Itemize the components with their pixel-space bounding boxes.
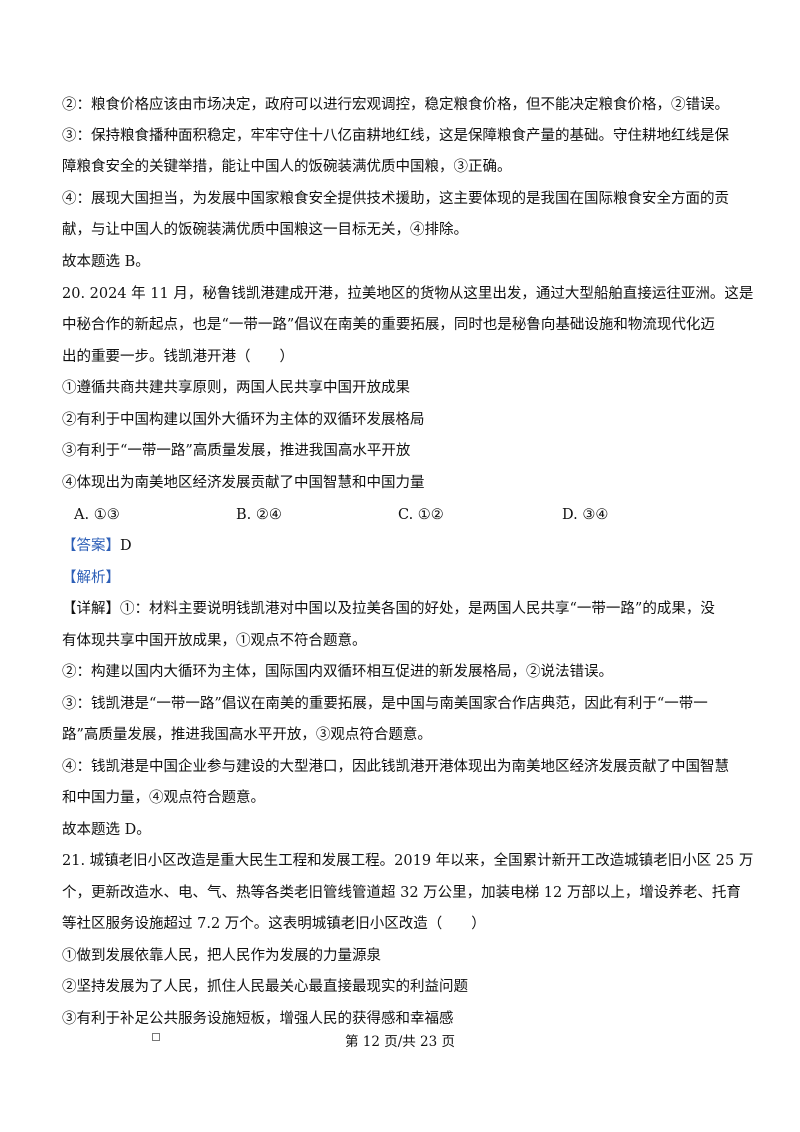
option-a: A. ①③ <box>74 507 120 523</box>
small-square-mark <box>152 1033 160 1041</box>
statement-1: ①遵循共商共建共享原则，两国人民共享中国开放成果 <box>62 380 410 396</box>
question-21-line: 21. 城镇老旧小区改造是重大民生工程和发展工程。2019 年以来，全国累计新开… <box>62 853 754 869</box>
statement-3: ③有利于“一带一路”高质量发展，推进我国高水平开放 <box>62 443 411 459</box>
text-line: 障粮食安全的关键举措，能让中国人的饭碗装满优质中国粮，③正确。 <box>62 159 512 175</box>
statement-2: ②坚持发展为了人民，抓住人民最关心最直接最现实的利益问题 <box>62 979 468 995</box>
text-line: ④：展现大国担当，为发展中国家粮食安全提供技术援助，这主要体现的是我国在国际粮食… <box>62 191 729 207</box>
analysis-tag: 【解析】 <box>62 570 120 586</box>
question-21-line: 等社区服务设施超过 7.2 万个。这表明城镇老旧小区改造（ ） <box>62 916 486 932</box>
question-20-line: 中秘合作的新起点，也是“一带一路”倡议在南美的重要拓展，同时也是秘鲁向基础设施和… <box>62 317 715 333</box>
statement-1: ①做到发展依靠人民，把人民作为发展的力量源泉 <box>62 948 381 964</box>
analysis-line: ④：钱凯港是中国企业参与建设的大型港口，因此钱凯港开港体现出为南美地区经济发展贡… <box>62 759 729 775</box>
statement-4: ④体现出为南美地区经济发展贡献了中国智慧和中国力量 <box>62 475 425 491</box>
question-21-line: 个，更新改造水、电、气、热等各类老旧管线管道超 32 万公里，加装电梯 12 万… <box>62 885 741 901</box>
text-line: ②：粮食价格应该由市场决定，政府可以进行宏观调控，稳定粮食价格，但不能决定粮食价… <box>62 97 729 113</box>
analysis-line: 有体现共享中国开放成果，①观点不符合题意。 <box>62 633 367 649</box>
analysis-line: 路”高质量发展，推进我国高水平开放，③观点符合题意。 <box>62 727 432 743</box>
statement-3: ③有利于补足公共服务设施短板，增强人民的获得感和幸福感 <box>62 1011 454 1027</box>
statement-2: ②有利于中国构建以国外大循环为主体的双循环发展格局 <box>62 412 425 428</box>
option-b: B. ②④ <box>236 507 282 523</box>
answer-tag: 【答案】 <box>62 538 120 554</box>
detail-text: ①：材料主要说明钱凯港对中国以及拉美各国的好处，是两国人民共享“一带一路”的成果… <box>120 601 715 617</box>
detail-line: 【详解】①：材料主要说明钱凯港对中国以及拉美各国的好处，是两国人民共享“一带一路… <box>62 599 715 619</box>
option-c: C. ①② <box>398 507 444 523</box>
text-line: ③：保持粮食播种面积稳定，牢牢守住十八亿亩耕地红线，这是保障粮食产量的基础。守住… <box>62 128 729 144</box>
question-20-line: 出的重要一步。钱凯港开港（ ） <box>62 349 294 365</box>
question-20-line: 20. 2024 年 11 月，秘鲁钱凯港建成开港，拉美地区的货物从这里出发，通… <box>62 286 754 302</box>
analysis-line: ②：构建以国内大循环为主体，国际国内双循环相互促进的新发展格局，②说法错误。 <box>62 664 613 680</box>
text-line: 献，与让中国人的饭碗装满优质中国粮这一目标无关，④排除。 <box>62 222 468 238</box>
option-d: D. ③④ <box>562 507 609 523</box>
analysis-line: 故本题选 D。 <box>62 822 151 838</box>
answer-line: 【答案】D <box>62 536 132 556</box>
answer-value: D <box>120 538 132 554</box>
detail-tag: 【详解】 <box>62 601 120 617</box>
analysis-line: ③：钱凯港是“一带一路”倡议在南美的重要拓展，是中国与南美国家合作店典范，因此有… <box>62 696 708 712</box>
page-footer: 第 12 页/共 23 页 <box>344 1034 456 1050</box>
text-line: 故本题选 B。 <box>62 254 150 270</box>
analysis-line: 和中国力量，④观点符合题意。 <box>62 790 265 806</box>
